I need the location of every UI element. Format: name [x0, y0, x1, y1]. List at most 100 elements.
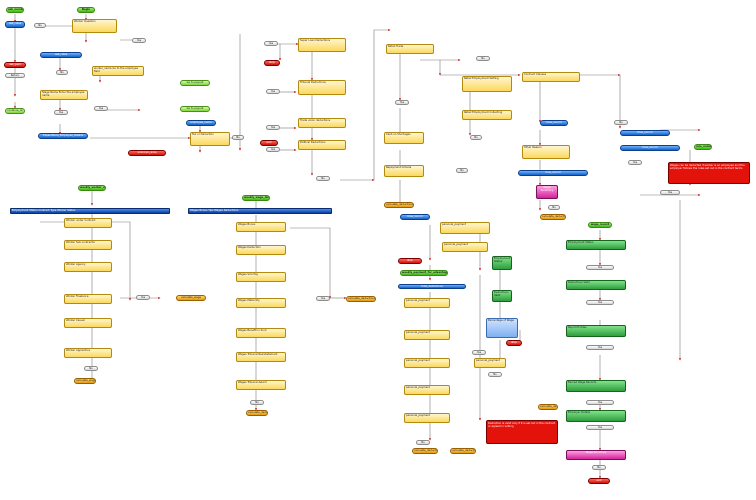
retail-pink-node[interactable]: Wage Summary [536, 185, 558, 199]
contract-yes[interactable]: Yes [628, 160, 642, 165]
retail-no[interactable]: No [476, 56, 490, 61]
wages-no-box[interactable]: No [250, 400, 264, 405]
deduction-end-c[interactable]: calculate_deductions [538, 404, 558, 410]
yes-label-box[interactable]: Yes [132, 38, 146, 43]
no-box-b[interactable]: No [56, 70, 68, 75]
tax-no-box[interactable]: No [232, 135, 244, 140]
worker-definition-start[interactable]: weekly_worker_definition [78, 185, 106, 191]
deduction-q3[interactable]: personal_payment [404, 358, 450, 368]
mid-no-box[interactable]: No [316, 176, 330, 181]
worker-question-node[interactable]: Worker Question [72, 19, 117, 33]
retail-output-node[interactable]: calculate_deductions [384, 202, 414, 208]
red-summary-box[interactable]: Wages can be deducted if worker is an em… [668, 162, 750, 184]
wage-summary-node[interactable]: Wage Summary [566, 450, 626, 460]
worker-no-box[interactable]: No [84, 366, 98, 371]
employee-name-node[interactable]: employee_name [186, 120, 216, 126]
percentage-wage-box[interactable]: Percentage of Wage [486, 318, 518, 338]
yes-box-top[interactable]: Yes [264, 41, 278, 46]
repayment-question[interactable]: Repayment Criteria [384, 165, 424, 177]
worker-name-note[interactable]: worker_name Go to the employee field [92, 66, 144, 76]
personal-payment-node[interactable]: personal_payment [440, 222, 490, 234]
worker-end-node[interactable]: calculate_wage [74, 378, 96, 384]
wages-yes-box[interactable]: Yes [316, 296, 330, 301]
deduction-no-b[interactable]: No [488, 372, 502, 377]
other-reason-question[interactable]: Other Reason [522, 145, 570, 159]
payout-node-b[interactable]: Go to payout [180, 106, 210, 112]
wages-bar[interactable]: Wages Bonus Tips Wages Deductions [188, 208, 332, 214]
retail-no-b[interactable]: No [470, 135, 482, 140]
worker-agency-question[interactable]: Worker Agency [64, 262, 112, 272]
employer-details-record[interactable]: Employer Details [566, 410, 626, 422]
deduction-q2[interactable]: personal_payment [404, 330, 450, 340]
worker-contract-question[interactable]: Worker under Contract [64, 218, 112, 228]
deduction-q5[interactable]: personal_payment [404, 413, 450, 423]
rule-number-start[interactable]: rule_number [694, 144, 712, 150]
wage-details-start[interactable]: weekly_wage_details [242, 195, 270, 201]
payment-advantage-start[interactable]: weekly_payment_for_advantage [400, 270, 448, 276]
stop-node-left[interactable]: ask_paid [4, 62, 26, 68]
employment-status-bar[interactable]: Employment Status Contract Type Worker S… [10, 208, 170, 214]
wages-reinstatement-question[interactable]: Wages Tribunal Reinstatement [236, 352, 286, 362]
deduction-stop-node[interactable]: stop [398, 258, 422, 264]
wages-benefit-question[interactable]: Wages Benefit in Kind [236, 328, 286, 338]
no-label-box[interactable]: No [34, 23, 46, 28]
deduction-q6[interactable]: personal_payment [474, 358, 506, 368]
deduction-end-a[interactable]: calculate_deductions [412, 448, 438, 454]
earned-wage-record[interactable]: Earned Wage Records [566, 380, 626, 392]
deduction-yes-box[interactable]: Yes [472, 350, 486, 355]
retail-no-d[interactable]: No [548, 205, 560, 210]
retail-output-b[interactable]: calculate_deductions [540, 214, 566, 220]
end-node-bottom[interactable]: end [588, 478, 610, 484]
continue-node[interactable]: continue_ok [5, 108, 25, 114]
tribunal-question[interactable]: Tribunal Deductions [298, 80, 346, 95]
worker-apprentice-question[interactable]: Worker Apprentice [64, 348, 112, 358]
record-condition-b[interactable]: Yes [586, 300, 614, 305]
return-button[interactable]: Return [5, 73, 25, 78]
payout-node[interactable]: Go to payout [180, 80, 210, 86]
retail-trade-question[interactable]: Retail Trade [386, 44, 434, 54]
retail-collecting-question[interactable]: Retail Employment Collecting [462, 110, 512, 120]
record-node-a[interactable]: blue_record [540, 120, 568, 126]
wages-bonus-question[interactable]: Wages Bonus [236, 222, 286, 232]
record-node-d[interactable]: blue_record [620, 145, 680, 151]
payroll-entries-record[interactable]: Payroll Entries [566, 325, 626, 337]
wages-deduction-question[interactable]: Wages Deduction [236, 245, 286, 255]
contract-no[interactable]: No [614, 120, 628, 125]
calculate-wage-node[interactable]: calculate_wage [176, 295, 206, 301]
total-deductions-node[interactable]: total_deductions [398, 284, 466, 289]
end-node-mid[interactable]: end [260, 140, 278, 146]
wages-award-question[interactable]: Wages Tribunal Award [236, 380, 286, 390]
deduction-q4[interactable]: personal_payment [404, 385, 450, 395]
deduction-percent-node[interactable]: personal_payment [442, 242, 488, 252]
retail-no-c[interactable]: No [456, 168, 468, 173]
stop-node-mid[interactable]: stop [264, 60, 280, 66]
calculate-deductions-node[interactable]: calculate_deductions [346, 296, 376, 302]
rules-node[interactable]: ask_rules [40, 52, 82, 58]
contract-clause-question[interactable]: Contract Clauses [522, 72, 580, 82]
record-node-c[interactable]: blue_record [620, 130, 670, 136]
worker-subcontract-question[interactable]: Worker Sub-contractor [64, 240, 112, 250]
deduction-blue-node[interactable]: blue_record [400, 214, 430, 220]
deductions-valid-record[interactable]: Deductions Valid [566, 280, 626, 290]
super-loan-question[interactable]: Super Loan Deductions [298, 38, 346, 52]
deduction-no-box[interactable]: No [416, 440, 430, 445]
deduction-green-a[interactable]: Employment Status [492, 256, 512, 270]
cash-shortage-question[interactable]: Cash on Shortages [384, 132, 424, 144]
record-condition-e[interactable]: Yes [586, 425, 614, 430]
record-condition-d[interactable]: Yes [586, 400, 614, 405]
stage-question-node[interactable]: Stage Name Enter the employee name [40, 90, 88, 100]
tribunal-yes[interactable]: Yes [266, 89, 280, 94]
retail-yes[interactable]: Yes [395, 100, 409, 105]
employment-status-record[interactable]: Employment Status [566, 240, 626, 250]
deduction-end-b[interactable]: calculate_deductions [450, 448, 476, 454]
record-no-box[interactable]: No [592, 465, 606, 470]
yes-box-b[interactable]: Yes [94, 106, 108, 111]
wages-maternity-question[interactable]: Wages Maternity [236, 298, 286, 308]
trade-union-question[interactable]: Trade union deductions [298, 118, 346, 128]
deduction-q1[interactable]: personal_payment [404, 298, 450, 308]
worker-freelance-question[interactable]: Worker Freelance [64, 294, 112, 304]
source-node[interactable]: ask_rules [5, 21, 25, 28]
record-node-b[interactable]: blue_record [518, 170, 588, 176]
political-yes[interactable]: Yes [266, 147, 280, 152]
expenditure-node[interactable]: Expenditure_Employee_Details [38, 133, 88, 139]
